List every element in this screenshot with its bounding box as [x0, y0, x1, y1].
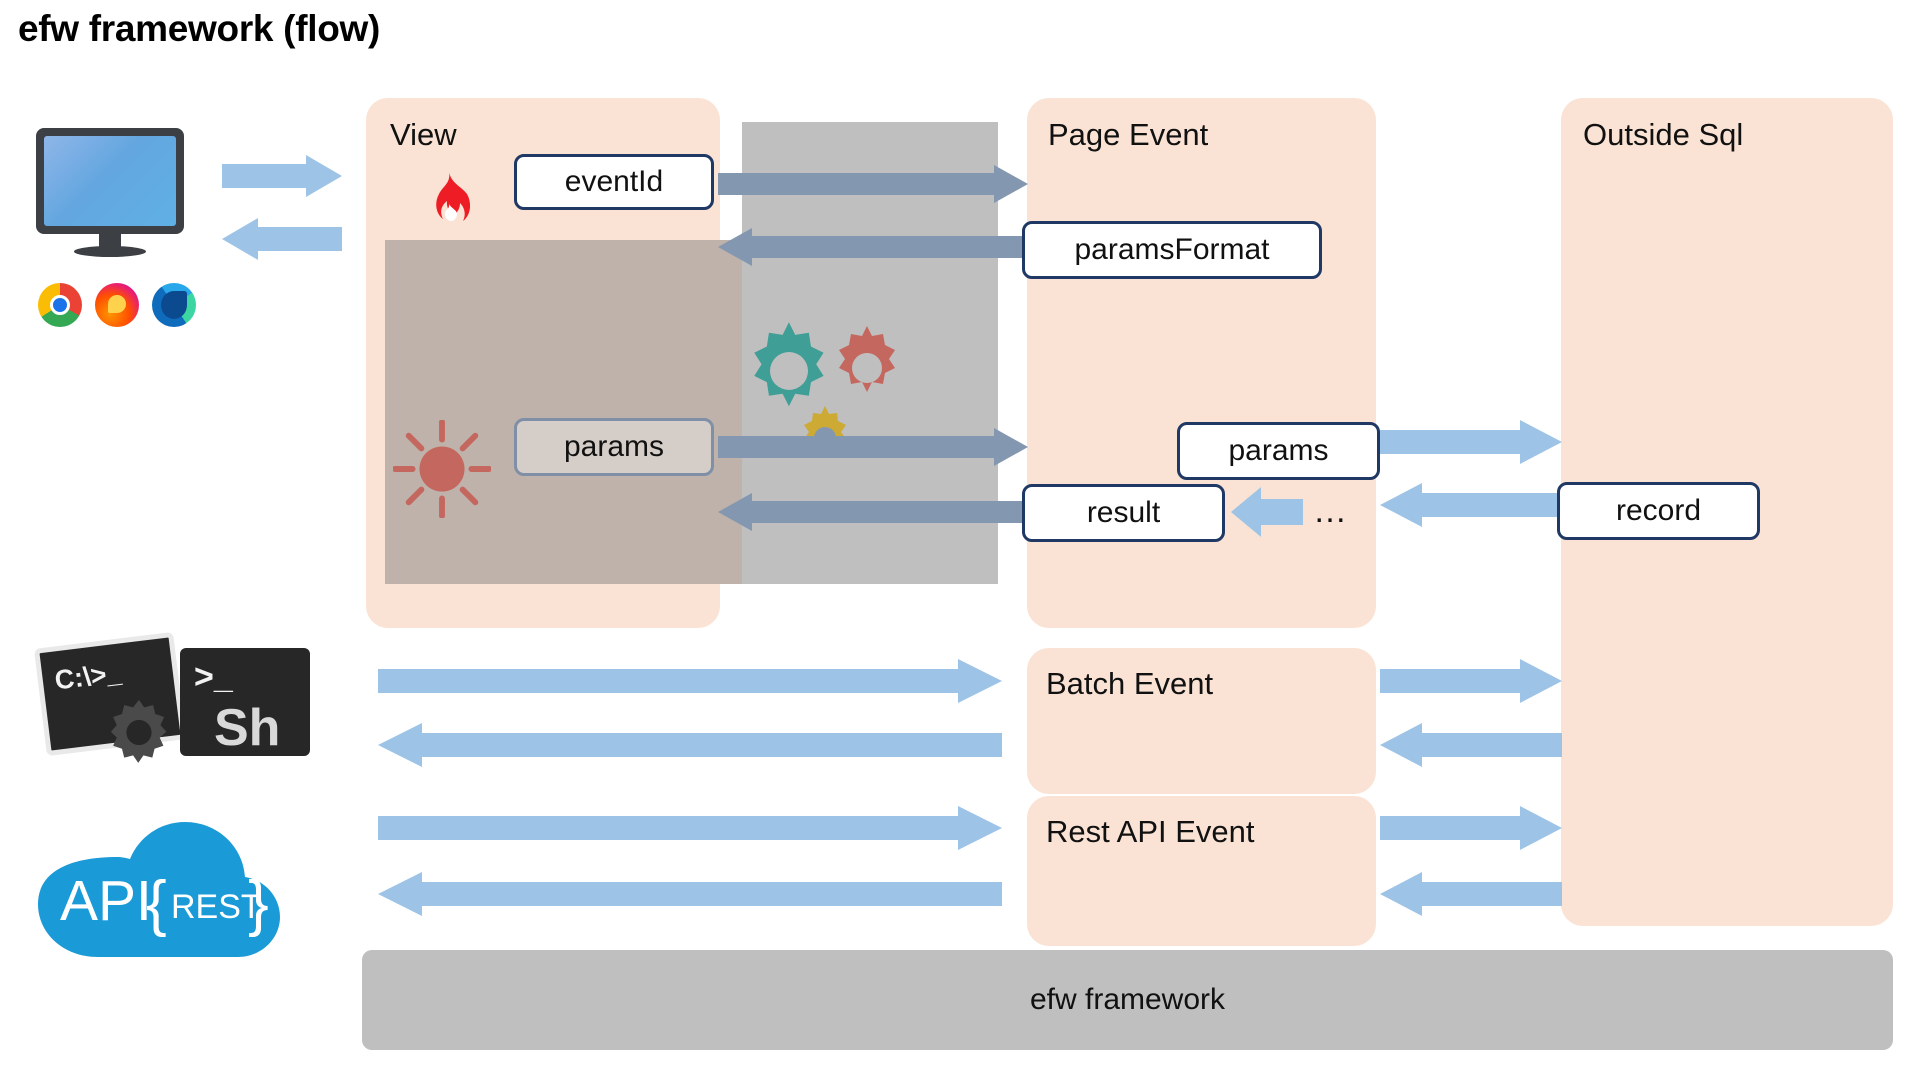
svg-text:}: } [248, 869, 269, 938]
monitor-neck [99, 232, 121, 250]
ellipsis-label: … [1313, 492, 1349, 530]
svg-text:{: { [146, 869, 167, 938]
arrow-sql-to-rest-event [1380, 872, 1562, 916]
flame-icon [436, 172, 470, 221]
monitor-screen [44, 136, 176, 226]
arrow-batch-event-to-cli [378, 723, 1002, 767]
panel-view-label: View [390, 117, 457, 152]
arrow-record-to-page-event [1380, 483, 1562, 527]
firefox-browser-icon [95, 283, 139, 327]
arrow-eventid-to-page-event [718, 165, 1028, 203]
arrow-sql-to-batch-event [1380, 723, 1562, 767]
panel-batch-event [1027, 648, 1376, 794]
arrow-rest-event-to-sql [1380, 806, 1562, 850]
svg-text:API: API [60, 869, 152, 933]
arrow-params-to-page-event [718, 428, 1028, 466]
arrow-batch-event-to-sql [1380, 659, 1562, 703]
arrow-api-to-rest-event [378, 806, 1002, 850]
arrow-ellipsis-to-result [1231, 487, 1303, 537]
shell-name-text: Sh [214, 699, 281, 757]
sun-icon [393, 420, 491, 518]
cmd-terminal-icon: C:\>_ [33, 631, 190, 766]
cmd-prompt-text: C:\>_ [53, 657, 124, 696]
box-params-view[interactable]: params [514, 418, 714, 476]
chrome-browser-icon [38, 283, 82, 327]
arrow-result-to-view [718, 493, 1028, 531]
box-event-id[interactable]: eventId [514, 154, 714, 210]
api-rest-cloud-icon: API { REST } [38, 812, 288, 967]
panel-batch-event-label: Batch Event [1046, 666, 1214, 701]
cloud-shape: API { REST } [38, 822, 280, 957]
arrow-params-format-to-view [718, 228, 1028, 266]
arrow-view-to-client [222, 218, 342, 260]
arrow-client-to-view [222, 155, 342, 197]
monitor-base [74, 246, 146, 257]
box-params-sql[interactable]: params [1177, 422, 1380, 480]
arrow-cli-to-batch-event [378, 659, 1002, 703]
panel-page-event [1027, 98, 1376, 628]
panel-rest-api-event [1027, 796, 1376, 946]
shell-prompt-text: >_ [194, 658, 233, 696]
arrow-params-to-outside-sql [1380, 420, 1562, 464]
view-internals-block [385, 240, 742, 584]
panel-rest-api-event-label: Rest API Event [1046, 814, 1255, 849]
shell-window: >_ [180, 648, 310, 756]
monitor-icon [36, 128, 186, 260]
svg-text:REST: REST [171, 888, 262, 926]
box-result[interactable]: result [1022, 484, 1225, 542]
panel-page-event-label: Page Event [1048, 117, 1209, 152]
arrow-rest-event-to-api [378, 872, 1002, 916]
panel-outside-sql-label: Outside Sql [1583, 117, 1744, 152]
framework-bar: efw framework [362, 950, 1893, 1050]
gear-icon [110, 699, 167, 763]
page-title: efw framework (flow) [18, 8, 380, 49]
shell-terminal-icon: >_ Sh [180, 648, 314, 766]
edge-browser-icon [152, 283, 196, 327]
box-params-format[interactable]: paramsFormat [1022, 221, 1322, 279]
monitor-body [36, 128, 184, 234]
box-record[interactable]: record [1557, 482, 1760, 540]
